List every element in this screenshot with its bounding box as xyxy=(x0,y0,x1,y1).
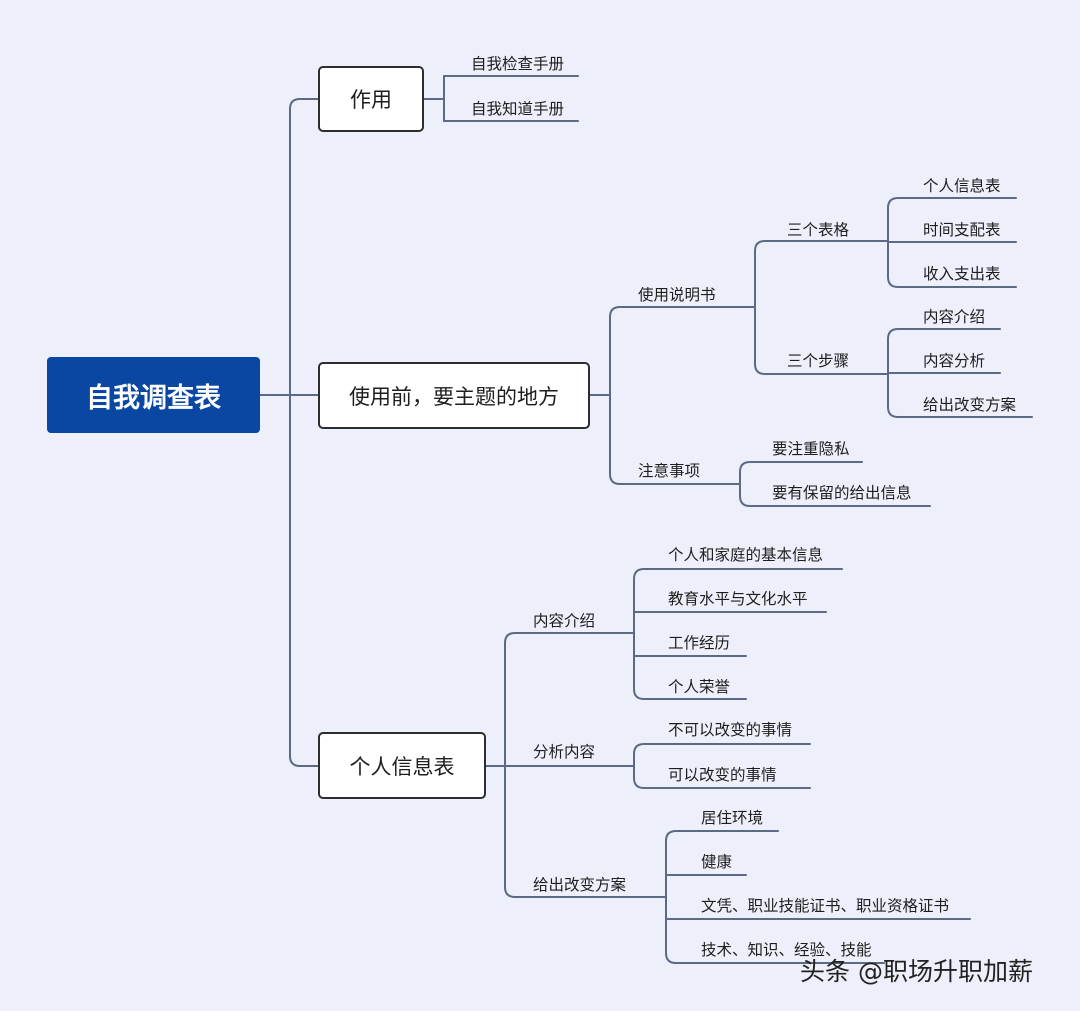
leaf-node[interactable]: 自我知道手册 xyxy=(471,100,565,118)
leaf-node[interactable]: 健康 xyxy=(701,853,733,871)
leaf-node[interactable]: 技术、知识、经验、技能 xyxy=(701,941,872,959)
connector xyxy=(739,461,751,507)
leaf-node[interactable]: 个人荣誉 xyxy=(668,678,731,696)
subtopic-node-content-intro[interactable]: 内容介绍 xyxy=(533,612,596,630)
branch-node-personal-info[interactable]: 个人信息表 xyxy=(318,732,486,799)
leaf-node[interactable]: 要有保留的给出信息 xyxy=(772,484,912,502)
subtopic-node-notes[interactable]: 注意事项 xyxy=(638,462,701,480)
leaf-node[interactable]: 居住环境 xyxy=(701,809,764,827)
connector xyxy=(754,240,766,375)
subtopic-node-change-plan[interactable]: 给出改变方案 xyxy=(533,876,627,894)
connector xyxy=(633,568,645,700)
connector xyxy=(289,98,319,767)
watermark-text: 头条 @职场升职加薪 xyxy=(800,957,1033,986)
leaf-node[interactable]: 教育水平与文化水平 xyxy=(668,590,808,608)
leaf-node[interactable]: 内容介绍 xyxy=(923,308,986,326)
connector xyxy=(665,830,677,964)
leaf-node[interactable]: 给出改变方案 xyxy=(923,396,1017,414)
leaf-node[interactable]: 文凭、职业技能证书、职业资格证书 xyxy=(701,897,950,915)
connector xyxy=(609,306,621,485)
leaf-node[interactable]: 收入支出表 xyxy=(923,265,1001,283)
subtopic-node-manual[interactable]: 使用说明书 xyxy=(638,286,716,304)
connector xyxy=(633,743,645,789)
branch-node-before-use[interactable]: 使用前，要主题的地方 xyxy=(318,362,590,429)
subtopic-node-three-tables[interactable]: 三个表格 xyxy=(787,221,850,239)
leaf-node[interactable]: 个人和家庭的基本信息 xyxy=(668,546,824,564)
leaf-node[interactable]: 个人信息表 xyxy=(923,177,1001,195)
leaf-node[interactable]: 自我检查手册 xyxy=(471,55,565,73)
subtopic-node-three-steps[interactable]: 三个步骤 xyxy=(787,352,850,370)
leaf-node[interactable]: 内容分析 xyxy=(923,352,986,370)
root-node[interactable]: 自我调查表 xyxy=(47,357,260,433)
leaf-node[interactable]: 工作经历 xyxy=(668,634,731,652)
subtopic-node-analysis[interactable]: 分析内容 xyxy=(533,743,596,761)
leaf-node[interactable]: 可以改变的事情 xyxy=(668,766,777,784)
leaf-node[interactable]: 时间支配表 xyxy=(923,221,1001,239)
leaf-node[interactable]: 要注重隐私 xyxy=(772,440,850,458)
leaf-node[interactable]: 不可以改变的事情 xyxy=(668,721,793,739)
branch-node-usage[interactable]: 作用 xyxy=(318,66,424,132)
